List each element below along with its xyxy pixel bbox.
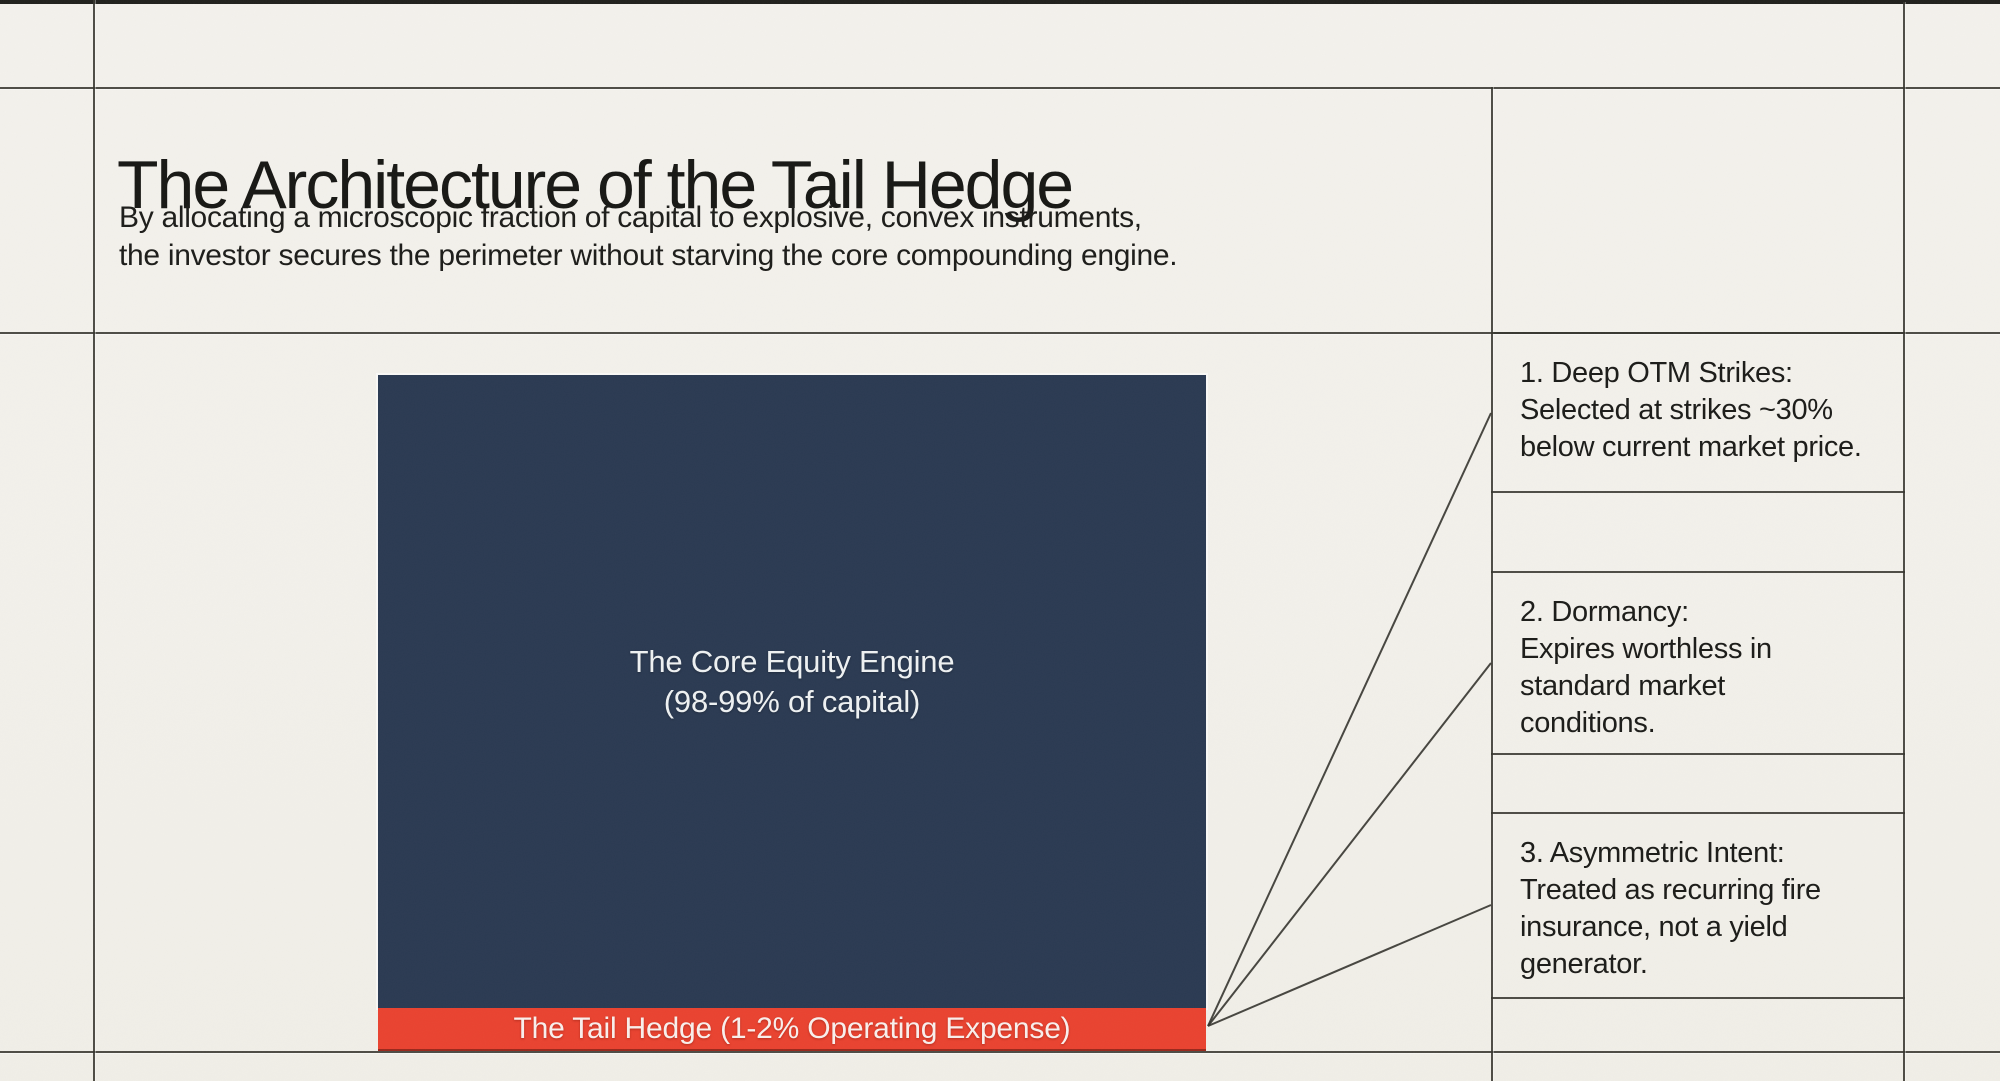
grid-line-header-top [0, 87, 2000, 89]
annotation-text-line: conditions. [1520, 707, 1656, 739]
annotation-box-dormancy: 2. Dormancy: Expires worthless in standa… [1491, 571, 1905, 755]
annotation-text-line: 3. Asymmetric Intent: [1520, 837, 1785, 869]
annotation-text-line: 1. Deep OTM Strikes: [1520, 357, 1793, 389]
callout-line-1 [1207, 412, 1492, 1027]
tail-hedge-label: The Tail Hedge (1-2% Operating Expense) [513, 1011, 1071, 1045]
grid-line-vertical-left [93, 0, 95, 1081]
page-subtitle: By allocating a microscopic fraction of … [119, 199, 1178, 275]
annotation-text-line: Expires worthless in [1520, 633, 1772, 665]
annotation-box-deep-otm-strikes: 1. Deep OTM Strikes: Selected at strikes… [1491, 332, 1905, 493]
core-equity-label-line-1: The Core Equity Engine [629, 643, 955, 679]
core-equity-label-line-2: (98-99% of capital) [663, 683, 921, 719]
annotation-text-line: Selected at strikes ~30% [1520, 394, 1833, 426]
core-equity-label: The Core Equity Engine (98-99% of capita… [630, 642, 955, 722]
subtitle-line-2: the investor secures the perimeter witho… [119, 239, 1178, 272]
annotation-text-line: below current market price. [1520, 431, 1862, 463]
tail-hedge-strip: The Tail Hedge (1-2% Operating Expense) [378, 1008, 1206, 1051]
annotation-text-line: Treated as recurring fire [1520, 874, 1821, 906]
callout-line-3 [1207, 904, 1492, 1027]
annotation-box-asymmetric-intent: 3. Asymmetric Intent: Treated as recurri… [1491, 812, 1905, 999]
core-equity-block: The Core Equity Engine (98-99% of capita… [378, 375, 1206, 1008]
annotation-text-line: standard market [1520, 670, 1726, 702]
callout-line-2 [1207, 662, 1492, 1027]
annotation-text-line: insurance, not a yield [1520, 911, 1788, 943]
annotation-text-line: generator. [1520, 948, 1648, 980]
annotation-text-line: 2. Dormancy: [1520, 596, 1689, 628]
grid-line-top-edge [0, 0, 2000, 4]
subtitle-line-1: By allocating a microscopic fraction of … [119, 201, 1142, 234]
grid-line-bottom [0, 1051, 2000, 1053]
